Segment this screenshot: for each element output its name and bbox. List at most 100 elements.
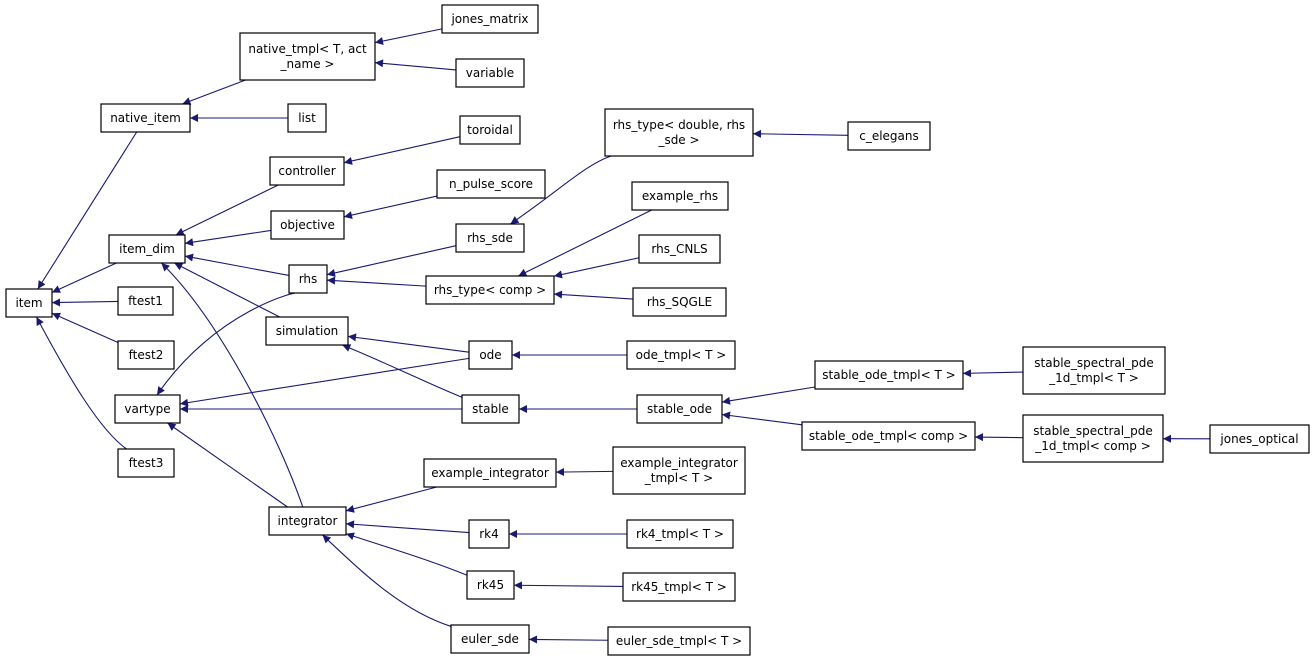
class-node-box xyxy=(466,570,515,600)
class-node-label: ode_tmpl< T > xyxy=(636,348,727,362)
class-node-box xyxy=(441,4,539,34)
class-node-label: ftest2 xyxy=(129,348,164,362)
class-node-ftest2[interactable]: ftest2 xyxy=(117,340,175,370)
class-node-box xyxy=(468,519,510,549)
class-node-label: vartype xyxy=(124,402,170,416)
edge-stable_spectral_comp-to-stable_ode_tmpl_comp xyxy=(974,433,1024,442)
class-node-list[interactable]: list xyxy=(287,103,327,133)
class-node-label: rhs xyxy=(299,272,318,286)
class-node-objective[interactable]: objective xyxy=(270,210,345,240)
class-node-box xyxy=(455,223,525,253)
class-node-controller[interactable]: controller xyxy=(269,156,345,186)
edge-stable_spectral_T-to-stable_ode_tmpl_T xyxy=(962,369,1024,378)
edge-toroidal-to-controller xyxy=(343,136,461,165)
class-node-jones-matrix[interactable]: jones_matrix xyxy=(441,4,539,34)
class-node-ode[interactable]: ode xyxy=(468,340,513,370)
class-node-rhs-type-comp[interactable]: rhs_type< comp > xyxy=(425,275,555,305)
class-node-example-rhs[interactable]: example_rhs xyxy=(631,181,729,211)
class-node-label: euler_sde_tmpl< T > xyxy=(616,634,742,648)
edge-rk45_tmpl-to-rk45 xyxy=(513,581,624,590)
class-node-label: item xyxy=(15,296,42,310)
class-node-box xyxy=(847,121,931,151)
edge-rk4-to-integrator xyxy=(345,520,470,534)
class-node-variable[interactable]: variable xyxy=(455,58,525,88)
class-node-label: list xyxy=(298,111,316,125)
class-node-rk4-tmpl[interactable]: rk4_tmpl< T > xyxy=(626,519,734,549)
class-node-label: integrator xyxy=(278,514,338,528)
class-node-ode-tmpl[interactable]: ode_tmpl< T > xyxy=(626,340,736,370)
edge-euler_sde_tmpl-to-euler_sde xyxy=(528,635,609,644)
class-node-rhs-sde[interactable]: rhs_sde xyxy=(455,223,525,253)
class-node-label: jones_optical xyxy=(1219,432,1298,446)
class-node-native-item[interactable]: native_item xyxy=(100,103,191,133)
class-node-box xyxy=(1022,346,1166,395)
class-node-label: rk45_tmpl< T > xyxy=(631,580,727,594)
class-node-box xyxy=(1209,424,1310,454)
class-node-box xyxy=(631,181,729,211)
class-node-label: _sde > xyxy=(657,133,699,147)
class-node-box xyxy=(632,287,727,317)
class-node-box xyxy=(1022,414,1164,463)
class-node-box xyxy=(461,394,520,424)
class-node-label: stable xyxy=(472,402,509,416)
class-node-stable-spectral-comp[interactable]: stable_spectral_pde_1d_tmpl< comp > xyxy=(1022,414,1164,463)
edge-c_elegans-to-rhs_type_double xyxy=(752,129,849,138)
class-node-box xyxy=(450,624,530,654)
class-node-stable-spectral-T[interactable]: stable_spectral_pde_1d_tmpl< T > xyxy=(1022,346,1166,395)
edge-variable-to-native_tmpl xyxy=(374,59,457,71)
class-node-box xyxy=(622,572,736,602)
class-node-jones-optical[interactable]: jones_optical xyxy=(1209,424,1310,454)
edge-ftest2-to-item xyxy=(51,312,119,344)
class-node-label: _tmpl< T > xyxy=(644,471,713,485)
class-node-rhs[interactable]: rhs xyxy=(288,264,328,294)
class-node-rk4[interactable]: rk4 xyxy=(468,519,510,549)
edge-n_pulse_score-to-objective xyxy=(343,195,438,220)
edge-jones_matrix-to-native_tmpl xyxy=(374,28,443,45)
class-node-rk45-tmpl[interactable]: rk45_tmpl< T > xyxy=(622,572,736,602)
class-node-euler-sde[interactable]: euler_sde xyxy=(450,624,530,654)
class-node-example-integrator[interactable]: example_integrator xyxy=(423,458,557,488)
class-node-simulation[interactable]: simulation xyxy=(265,316,349,346)
class-node-stable-ode-tmpl-T[interactable]: stable_ode_tmpl< T > xyxy=(814,360,964,390)
class-node-stable-ode[interactable]: stable_ode xyxy=(636,394,723,424)
class-node-label: c_elegans xyxy=(859,129,919,143)
class-node-label: jones_matrix xyxy=(450,12,528,26)
class-node-box xyxy=(612,446,746,495)
class-node-rhs-SQGLE[interactable]: rhs_SQGLE xyxy=(632,287,727,317)
class-node-c-elegans[interactable]: c_elegans xyxy=(847,121,931,151)
class-node-native-tmpl[interactable]: native_tmpl< T, act_name > xyxy=(239,32,376,81)
class-node-example-integrator-tmpl[interactable]: example_integrator_tmpl< T > xyxy=(612,446,746,495)
class-node-stable[interactable]: stable xyxy=(461,394,520,424)
edge-objective-to-item_dim xyxy=(184,229,272,247)
class-node-integrator[interactable]: integrator xyxy=(268,506,347,536)
edge-native_tmpl-to-native_item xyxy=(182,79,246,105)
class-node-vartype[interactable]: vartype xyxy=(114,394,181,424)
edge-item_dim-to-item xyxy=(51,262,117,293)
class-node-toroidal[interactable]: toroidal xyxy=(459,115,521,145)
class-node-box xyxy=(265,316,349,346)
class-node-box xyxy=(636,394,723,424)
class-node-label: ode xyxy=(479,348,501,362)
class-node-label: example_rhs xyxy=(642,189,718,203)
class-node-ftest1[interactable]: ftest1 xyxy=(117,286,174,316)
class-node-box xyxy=(270,210,345,240)
class-node-label: example_integrator xyxy=(620,456,738,470)
edge-ftest3-to-item xyxy=(35,316,127,450)
edge-stable_ode_tmpl_comp-to-stable_ode xyxy=(721,411,803,426)
class-node-ftest3[interactable]: ftest3 xyxy=(117,448,175,478)
class-node-box xyxy=(423,458,557,488)
class-node-n-pulse-score[interactable]: n_pulse_score xyxy=(436,169,546,199)
class-node-box xyxy=(100,103,191,133)
class-node-stable-ode-tmpl-comp[interactable]: stable_ode_tmpl< comp > xyxy=(801,421,976,451)
class-node-item-dim[interactable]: item_dim xyxy=(108,234,186,264)
class-node-item[interactable]: item xyxy=(5,288,53,318)
class-node-label: _1d_tmpl< T > xyxy=(1048,371,1139,385)
class-node-euler-sde-tmpl[interactable]: euler_sde_tmpl< T > xyxy=(607,626,751,656)
class-node-rk45[interactable]: rk45 xyxy=(466,570,515,600)
edge-controller-to-item_dim xyxy=(175,184,279,236)
class-node-rhs-CNLS[interactable]: rhs_CNLS xyxy=(638,234,721,264)
edge-example_rhs-to-rhs_type_comp xyxy=(518,209,652,277)
class-node-label: rhs_type< comp > xyxy=(434,283,546,297)
class-node-rhs-type-double[interactable]: rhs_type< double, rhs_sde > xyxy=(604,108,754,157)
